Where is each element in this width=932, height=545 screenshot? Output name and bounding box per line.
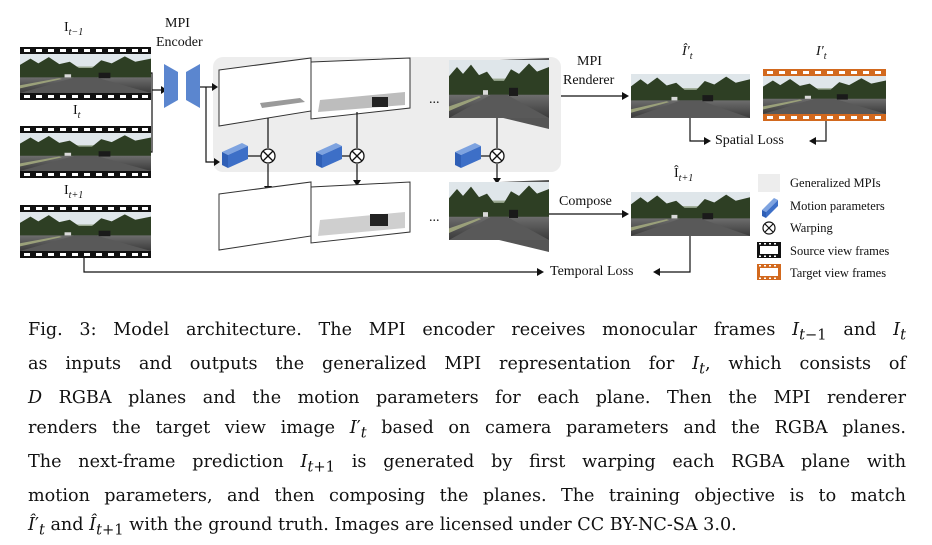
legend-mpi-label: Generalized MPIs (790, 176, 881, 190)
label-frame-current: It (73, 103, 81, 121)
warp-connectors (246, 112, 501, 192)
legend-warping-label: Warping (790, 221, 833, 235)
warped-plane-2 (310, 181, 411, 244)
renderer-arrow (561, 92, 629, 100)
legend-motion-label: Motion parameters (790, 199, 885, 213)
rendered-target-image (631, 74, 750, 118)
compose-arrow (549, 210, 629, 218)
caption-line-7: Î′t and Ît+1 with the ground truth. Imag… (28, 515, 737, 539)
mpi-plane-2 (310, 57, 411, 120)
label-frame-next: It+1 (64, 183, 84, 201)
label-pred-next: Ît+1 (674, 166, 694, 184)
architecture-diagram: ... (20, 47, 886, 280)
frame-next (20, 205, 151, 258)
caption-line-1: Fig. 3: Model architecture. The MPI enco… (28, 320, 907, 344)
frame-prev (20, 47, 151, 100)
label-rendered-target: Î′t (682, 44, 693, 62)
motion-param-d (455, 143, 481, 168)
encoder-connectors (200, 83, 220, 166)
caption-line-4: renders the target view image I′t based … (28, 417, 907, 442)
legend-target-swatch (757, 264, 781, 280)
caption-line-5: The next-frame prediction It+1 is genera… (28, 451, 907, 476)
legend-source-label: Source view frames (790, 244, 890, 258)
ellipsis-top: ... (429, 92, 440, 107)
label-encoder-line2: Encoder (156, 35, 203, 50)
warping-operator-1 (260, 148, 276, 164)
figure-caption: Fig. 3: Model architecture. The MPI enco… (28, 316, 906, 545)
caption-line-6: motion parameters, and then composing th… (28, 485, 906, 506)
warping-operator-d (489, 148, 505, 164)
legend (757, 174, 781, 280)
mpi-encoder-icon (164, 64, 200, 108)
mpi-plane-d (449, 58, 549, 129)
motion-param-2 (316, 143, 342, 168)
label-frame-prev: It−1 (64, 20, 84, 38)
label-renderer-line1: MPI (577, 54, 602, 69)
temporal-loss-connectors (83, 236, 691, 276)
caption-line-3: D RGBA planes and the motion parameters … (28, 388, 906, 409)
label-temporal-loss: Temporal Loss (550, 264, 634, 279)
target-view-frame (763, 69, 886, 121)
legend-motion-swatch (762, 198, 778, 218)
warping-operator-2 (349, 148, 365, 164)
legend-warping-swatch (762, 221, 776, 235)
ellipsis-bottom: ... (429, 210, 440, 225)
warped-plane-1 (218, 181, 312, 251)
label-spatial-loss: Spatial Loss (715, 133, 784, 148)
caption-line-2: as inputs and outputs the generalized MP… (28, 354, 906, 378)
label-gt-target: I′t (816, 44, 827, 62)
motion-param-1 (222, 143, 248, 168)
warped-plane-d (449, 180, 549, 252)
legend-mpi-swatch (758, 174, 780, 192)
label-encoder-line1: MPI (165, 16, 190, 31)
label-renderer-line2: Renderer (563, 73, 615, 88)
spatial-loss-connectors (689, 118, 827, 145)
frame-current (20, 126, 151, 178)
legend-target-label: Target view frames (790, 266, 887, 280)
predicted-next-frame (631, 192, 750, 236)
label-compose: Compose (559, 194, 612, 209)
architecture-figure: ... (20, 16, 890, 280)
legend-source-swatch (757, 242, 781, 258)
